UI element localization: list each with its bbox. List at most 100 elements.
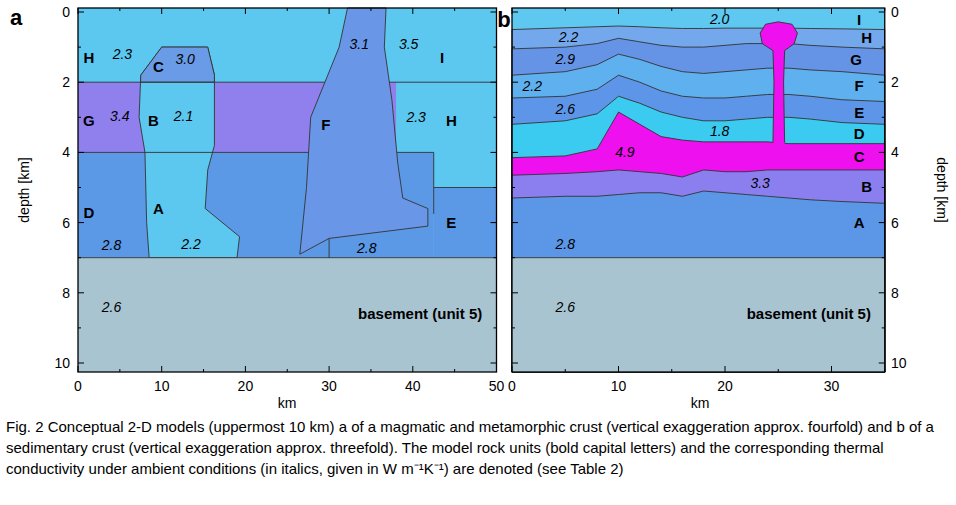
tick-label: 30	[321, 379, 337, 393]
diapir-outline	[760, 22, 797, 143]
conductivity-value: 2.2	[559, 30, 578, 44]
layer-e	[512, 75, 885, 372]
tick-label: 0	[891, 5, 899, 19]
tick-mark	[491, 222, 497, 223]
tick-mark	[161, 366, 162, 372]
layer-a	[512, 191, 885, 372]
tick-label: 40	[405, 379, 421, 393]
tick-label: 0	[62, 5, 70, 19]
axis-title: km	[691, 396, 710, 410]
unit-letter: B	[148, 113, 159, 128]
unit-letter: I	[440, 50, 444, 65]
tick-label: 4	[62, 145, 70, 159]
conductivity-value: 3.3	[750, 176, 769, 190]
tick-label: 6	[62, 216, 70, 230]
panel-letter: b	[497, 9, 510, 31]
tick-mark	[879, 82, 885, 83]
unit-letter: B	[861, 179, 872, 194]
conductivity-value: 3.1	[349, 37, 368, 51]
tick-label: 4	[891, 145, 899, 159]
conductivity-value: 1.8	[710, 124, 729, 138]
unit-letter: E	[854, 105, 864, 120]
unit-boundary	[78, 238, 497, 257]
tick-label: 2	[62, 75, 70, 89]
tick-mark	[512, 12, 518, 13]
tick-mark	[879, 222, 885, 223]
unit-letter: C	[854, 149, 865, 164]
tick-label: 8	[891, 286, 899, 300]
conductivity-value: 2.8	[102, 238, 121, 252]
conductivity-value: 2.3	[113, 47, 132, 61]
tick-mark	[618, 366, 619, 372]
tick-mark	[879, 292, 885, 293]
tick-mark	[831, 366, 832, 372]
tick-mark	[245, 8, 246, 14]
tick-mark	[78, 363, 84, 364]
layer-d	[512, 96, 885, 372]
unit-letter: E	[446, 215, 456, 230]
tick-label: 2	[891, 75, 899, 89]
unit-letter: F	[855, 78, 864, 93]
tick-mark	[412, 366, 413, 372]
conductivity-value: 2.6	[556, 300, 575, 314]
layer-c	[512, 112, 885, 372]
unit-letter: H	[83, 50, 94, 65]
tick-mark	[78, 292, 84, 293]
tick-mark	[879, 12, 885, 13]
unit-letter: H	[861, 30, 872, 45]
unit-letter: I	[857, 12, 861, 27]
unit-letter: D	[83, 205, 94, 220]
tick-mark	[245, 366, 246, 372]
panel-letter: a	[10, 7, 22, 29]
model-b	[512, 8, 885, 372]
tick-mark	[491, 152, 497, 153]
conductivity-value: 2.1	[174, 109, 193, 123]
conductivity-value: 2.9	[556, 52, 575, 66]
unit-letter: D	[854, 126, 865, 141]
tick-mark	[618, 8, 619, 14]
tick-mark	[491, 292, 497, 293]
tick-label: 6	[891, 216, 899, 230]
unit-letter: F	[321, 117, 330, 132]
axis-title: km	[278, 396, 297, 410]
upper-layer	[78, 8, 497, 372]
tick-label: 0	[508, 379, 516, 393]
plot-frame	[78, 8, 497, 372]
layer-b	[512, 170, 885, 372]
unit-c	[141, 47, 215, 82]
axis-title: depth [km]	[17, 157, 31, 222]
basement	[78, 258, 497, 372]
tick-label: 10	[154, 379, 170, 393]
tick-mark	[412, 8, 413, 14]
tick-label: 20	[717, 379, 733, 393]
conductivity-value: 2.8	[556, 237, 575, 251]
tick-mark	[78, 152, 84, 153]
layer-f	[512, 54, 885, 372]
tick-label: 8	[62, 286, 70, 300]
tick-mark	[879, 152, 885, 153]
axis-ticks	[78, 8, 885, 372]
tick-mark	[512, 292, 518, 293]
tick-label: 10	[54, 356, 70, 370]
basement	[512, 258, 885, 372]
tick-mark	[831, 8, 832, 14]
conductivity-value: 2.6	[556, 102, 575, 116]
conductivity-value: 4.9	[615, 145, 634, 159]
conductivity-value: 2.0	[710, 12, 729, 26]
unit-letter: A	[854, 215, 865, 230]
tick-mark	[491, 82, 497, 83]
model-a	[78, 8, 497, 372]
plot-frame	[512, 8, 885, 372]
tick-mark	[512, 222, 518, 223]
tick-mark	[78, 222, 84, 223]
tick-mark	[512, 82, 518, 83]
tick-mark	[512, 363, 518, 364]
unit-boundary	[512, 257, 885, 258]
figure-caption: Fig. 2 Conceptual 2-D models (uppermost …	[6, 416, 950, 479]
conductivity-value: 3.4	[110, 109, 129, 123]
layer-g	[512, 38, 885, 372]
unit-letter: G	[83, 113, 95, 128]
tick-mark	[491, 363, 497, 364]
unit-name: basement (unit 5)	[747, 306, 871, 321]
conductivity-value: 2.3	[406, 110, 425, 124]
